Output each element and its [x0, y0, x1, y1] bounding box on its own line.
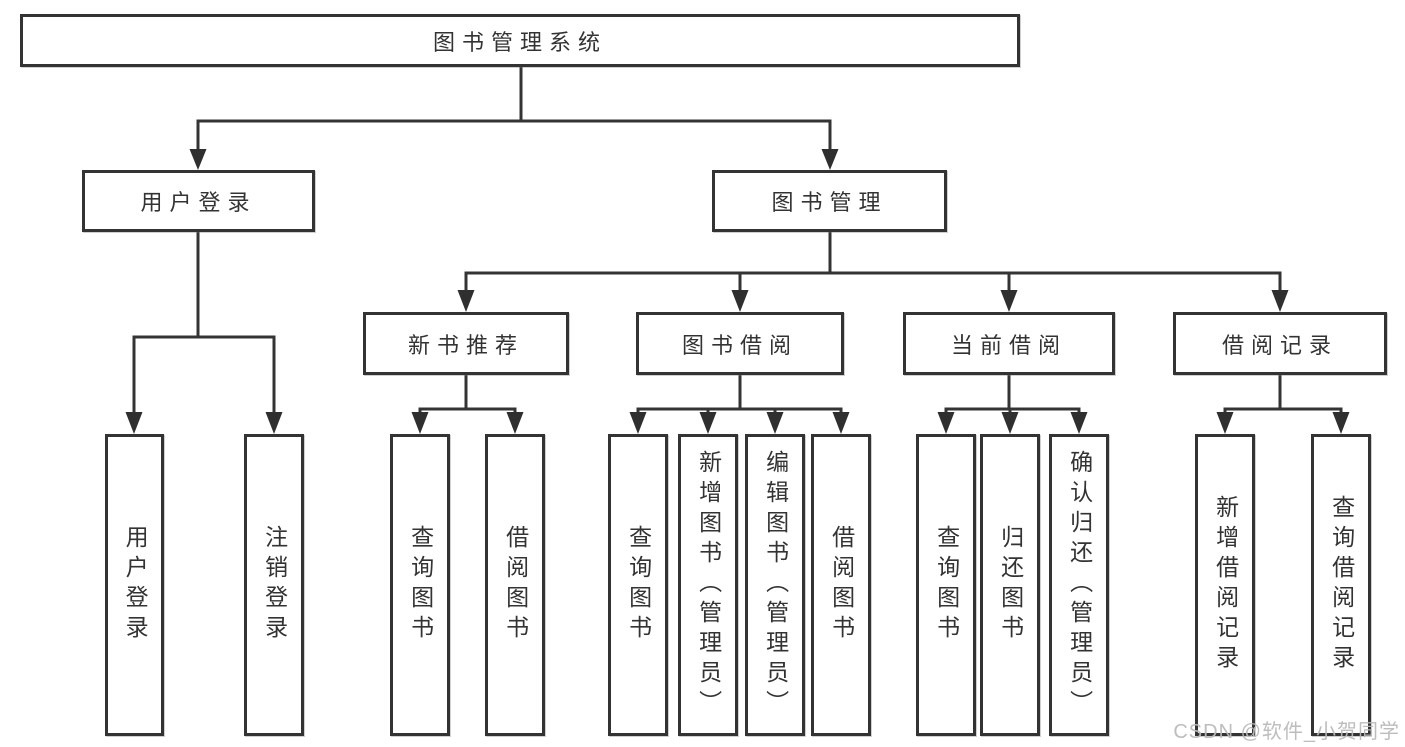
edge-current-borrowing-to-leaves [937, 373, 1088, 434]
leaf-borrow-books-borrowing: 借阅图书 [811, 434, 871, 736]
leaf-add-books-admin-label: 新增图书（管理员） [695, 450, 722, 720]
leaf-add-borrow-record-label: 新增借阅记录 [1212, 495, 1239, 675]
edge-borrow-records-to-leaves [1216, 373, 1350, 434]
leaf-query-books-recommend: 查询图书 [390, 434, 450, 736]
node-book-management-label: 图书管理 [771, 190, 888, 215]
edge-root-to-level2 [189, 65, 839, 170]
leaf-confirm-return-admin-label: 确认归还（管理员） [1066, 450, 1093, 720]
leaf-user-login: 用户登录 [105, 434, 164, 736]
node-book-borrowing: 图书借阅 [636, 312, 844, 375]
node-current-borrowing: 当前借阅 [903, 312, 1115, 375]
leaf-add-borrow-record: 新增借阅记录 [1195, 434, 1255, 736]
leaf-borrow-books-recommend-label: 借阅图书 [502, 525, 529, 645]
node-book-management: 图书管理 [712, 170, 947, 232]
node-new-book-recommend-label: 新书推荐 [407, 332, 524, 358]
leaf-add-books-admin: 新增图书（管理员） [678, 434, 738, 736]
edge-user-login-to-leaves [125, 230, 283, 434]
leaf-logout: 注销登录 [244, 434, 304, 736]
leaf-edit-books-admin: 编辑图书（管理员） [745, 434, 805, 736]
edge-book-borrowing-to-leaves [629, 373, 850, 434]
csdn-watermark: CSDN @软件_小贺同学 [1173, 721, 1400, 743]
leaf-edit-books-admin-label: 编辑图书（管理员） [762, 450, 789, 720]
leaf-query-borrow-record: 查询借阅记录 [1311, 434, 1371, 736]
leaf-query-books-recommend-label: 查询图书 [407, 525, 434, 645]
edge-book-management-to-level3 [457, 230, 1289, 312]
leaf-confirm-return-admin: 确认归还（管理员） [1049, 434, 1109, 736]
node-borrow-records: 借阅记录 [1173, 312, 1387, 375]
leaf-query-borrow-record-label: 查询借阅记录 [1328, 495, 1355, 675]
leaf-logout-label: 注销登录 [261, 525, 288, 645]
leaf-query-books-current: 查询图书 [916, 434, 976, 736]
node-user-login-label: 用户登录 [140, 190, 257, 215]
leaf-borrow-books-borrowing-label: 借阅图书 [828, 525, 855, 645]
leaf-query-books-borrowing-label: 查询图书 [625, 525, 652, 645]
leaf-query-books-current-label: 查询图书 [933, 525, 960, 645]
leaf-return-books: 归还图书 [980, 434, 1040, 736]
node-borrow-records-label: 借阅记录 [1221, 332, 1338, 358]
node-new-book-recommend: 新书推荐 [363, 312, 569, 375]
edge-new-book-recommend-to-leaves [411, 373, 524, 434]
leaf-borrow-books-recommend: 借阅图书 [485, 434, 545, 736]
node-book-borrowing-label: 图书借阅 [681, 332, 798, 358]
node-user-login: 用户登录 [82, 170, 315, 232]
node-current-borrowing-label: 当前借阅 [950, 332, 1067, 358]
leaf-user-login-label: 用户登录 [122, 525, 149, 645]
node-library-system: 图书管理系统 [20, 14, 1020, 67]
leaf-return-books-label: 归还图书 [997, 525, 1024, 645]
node-library-system-label: 图书管理系统 [432, 29, 607, 55]
leaf-query-books-borrowing: 查询图书 [608, 434, 668, 736]
